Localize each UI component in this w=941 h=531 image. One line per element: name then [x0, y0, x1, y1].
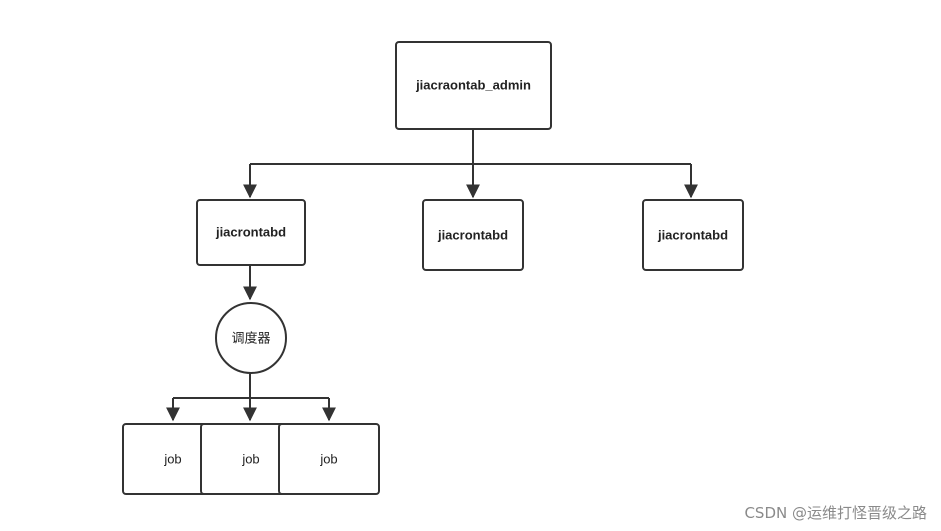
node-scheduler-circle [215, 302, 287, 374]
node-admin: jiacraontab_admin [395, 41, 552, 130]
node-daemon-left-box [196, 199, 306, 266]
node-daemon-left: jiacrontabd [196, 199, 306, 266]
node-job-2-label: job [241, 451, 259, 466]
node-admin-label: jiacraontab_admin [415, 77, 531, 92]
node-daemon-middle: jiacrontabd [422, 199, 524, 271]
node-daemon-right: jiacrontabd [642, 199, 744, 271]
node-admin-box [395, 41, 552, 130]
node-daemon-left-label: jiacrontabd [215, 224, 286, 239]
node-daemon-middle-label: jiacrontabd [437, 227, 508, 242]
node-scheduler: 调度器 [215, 302, 287, 374]
node-job-3-box [278, 423, 380, 495]
node-job-1-label: job [163, 451, 181, 466]
node-job-1: job [122, 423, 224, 495]
node-daemon-right-label: jiacrontabd [657, 227, 728, 242]
edges-admin-to-daemons [243, 129, 698, 199]
node-daemon-right-box [642, 199, 744, 271]
node-job-3: job [278, 423, 380, 495]
watermark: CSDN @运维打怪晋级之路 [744, 504, 927, 522]
edges-scheduler-to-jobs [166, 373, 336, 422]
node-daemon-middle-box [422, 199, 524, 271]
node-job-3-label: job [319, 451, 337, 466]
node-scheduler-label: 调度器 [231, 330, 270, 345]
node-job-2: job [200, 423, 302, 495]
